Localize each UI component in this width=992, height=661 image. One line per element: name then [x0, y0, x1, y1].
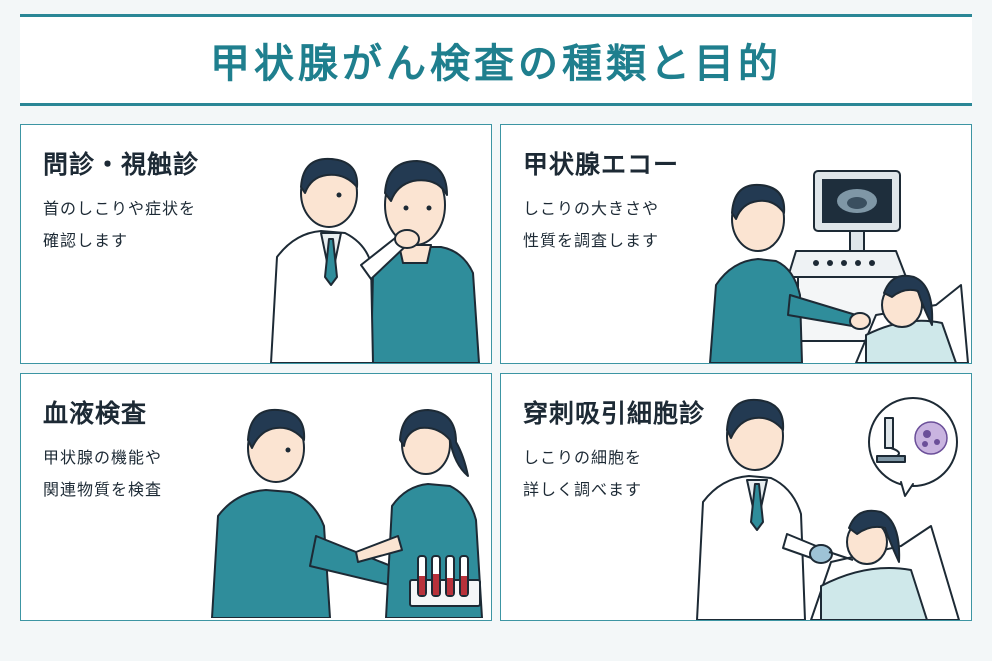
doctor-icon — [270, 157, 420, 363]
aspiration-illustration — [696, 397, 960, 620]
doctor-icon — [696, 398, 854, 620]
patient-icon — [855, 274, 969, 363]
patient-icon — [810, 509, 960, 620]
cells-icon — [914, 421, 948, 455]
panel-title: 問診・視触診 — [43, 150, 200, 179]
consultation-illustration — [270, 157, 480, 363]
blood-test-illustration — [211, 408, 483, 618]
speech-bubble — [868, 397, 958, 497]
panel-description: しこりの細胞を 詳しく調べます — [523, 442, 723, 506]
desc-line: しこりの細胞を — [523, 448, 643, 467]
desc-line: しこりの大きさや — [523, 199, 660, 218]
panel-consultation: 問診・視触診 首のしこりや症状を 確認します — [20, 124, 492, 364]
panel-blood-test: 血液検査 甲状腺の機能や 関連物質を検査 — [20, 373, 492, 621]
panel-title: 穿刺吸引細胞診 — [523, 399, 706, 428]
doctor-icon — [709, 183, 871, 363]
panel-title: 血液検査 — [43, 399, 148, 428]
panel-title: 甲状腺エコー — [523, 150, 680, 179]
desc-line: 首のしこりや症状を — [43, 199, 197, 218]
microscope-icon — [876, 417, 906, 463]
panel-fine-needle-aspiration: 穿刺吸引細胞診 しこりの細胞を 詳しく調べます — [500, 373, 972, 621]
desc-line: 性質を調査します — [523, 231, 660, 250]
ultrasound-illustration — [709, 170, 969, 363]
panel-ultrasound: 甲状腺エコー しこりの大きさや 性質を調査します — [500, 124, 972, 364]
ultrasound-machine-icon — [787, 170, 907, 342]
patient-icon — [370, 160, 480, 363]
test-tube-rack-icon — [409, 555, 481, 607]
desc-line: 詳しく調べます — [523, 480, 643, 499]
page-title: 甲状腺がん検査の種類と目的 — [210, 41, 782, 87]
panel-description: 甲状腺の機能や 関連物質を検査 — [43, 442, 243, 506]
panel-description: 首のしこりや症状を 確認します — [43, 193, 243, 257]
desc-line: 確認します — [43, 231, 129, 250]
desc-line: 甲状腺の機能や — [43, 448, 163, 467]
panel-description: しこりの大きさや 性質を調査します — [523, 193, 723, 257]
desc-line: 関連物質を検査 — [43, 480, 163, 499]
title-banner: 甲状腺がん検査の種類と目的 — [20, 14, 972, 106]
